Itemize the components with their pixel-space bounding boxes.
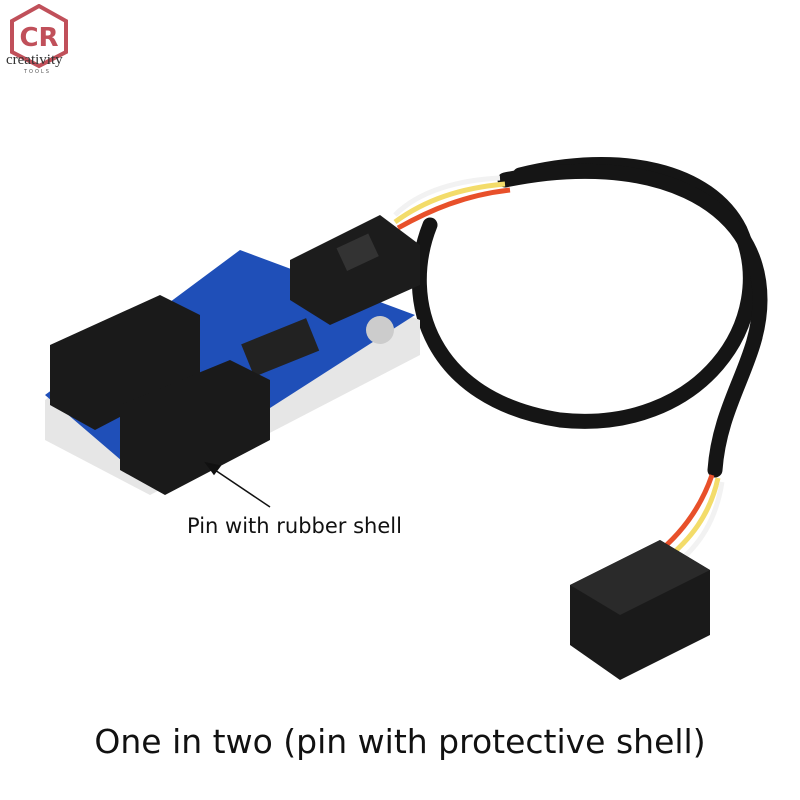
svg-text:CR: CR (19, 23, 58, 53)
wires-top (393, 175, 511, 231)
pcb-connector-top (290, 215, 420, 325)
brand-logo: CR (10, 4, 68, 69)
annotation-label: Pin with rubber shell (187, 514, 402, 538)
female-header-connector (570, 540, 710, 680)
pin-header-shell-1 (50, 295, 200, 430)
brand-subtitle: TOOLS (24, 69, 51, 75)
caption: One in two (pin with protective shell) (94, 722, 706, 761)
cable (411, 156, 768, 478)
annotation-arrow (204, 461, 271, 508)
pin-header-shell-2 (120, 360, 270, 495)
brand-wordmark: creativity (6, 52, 63, 68)
